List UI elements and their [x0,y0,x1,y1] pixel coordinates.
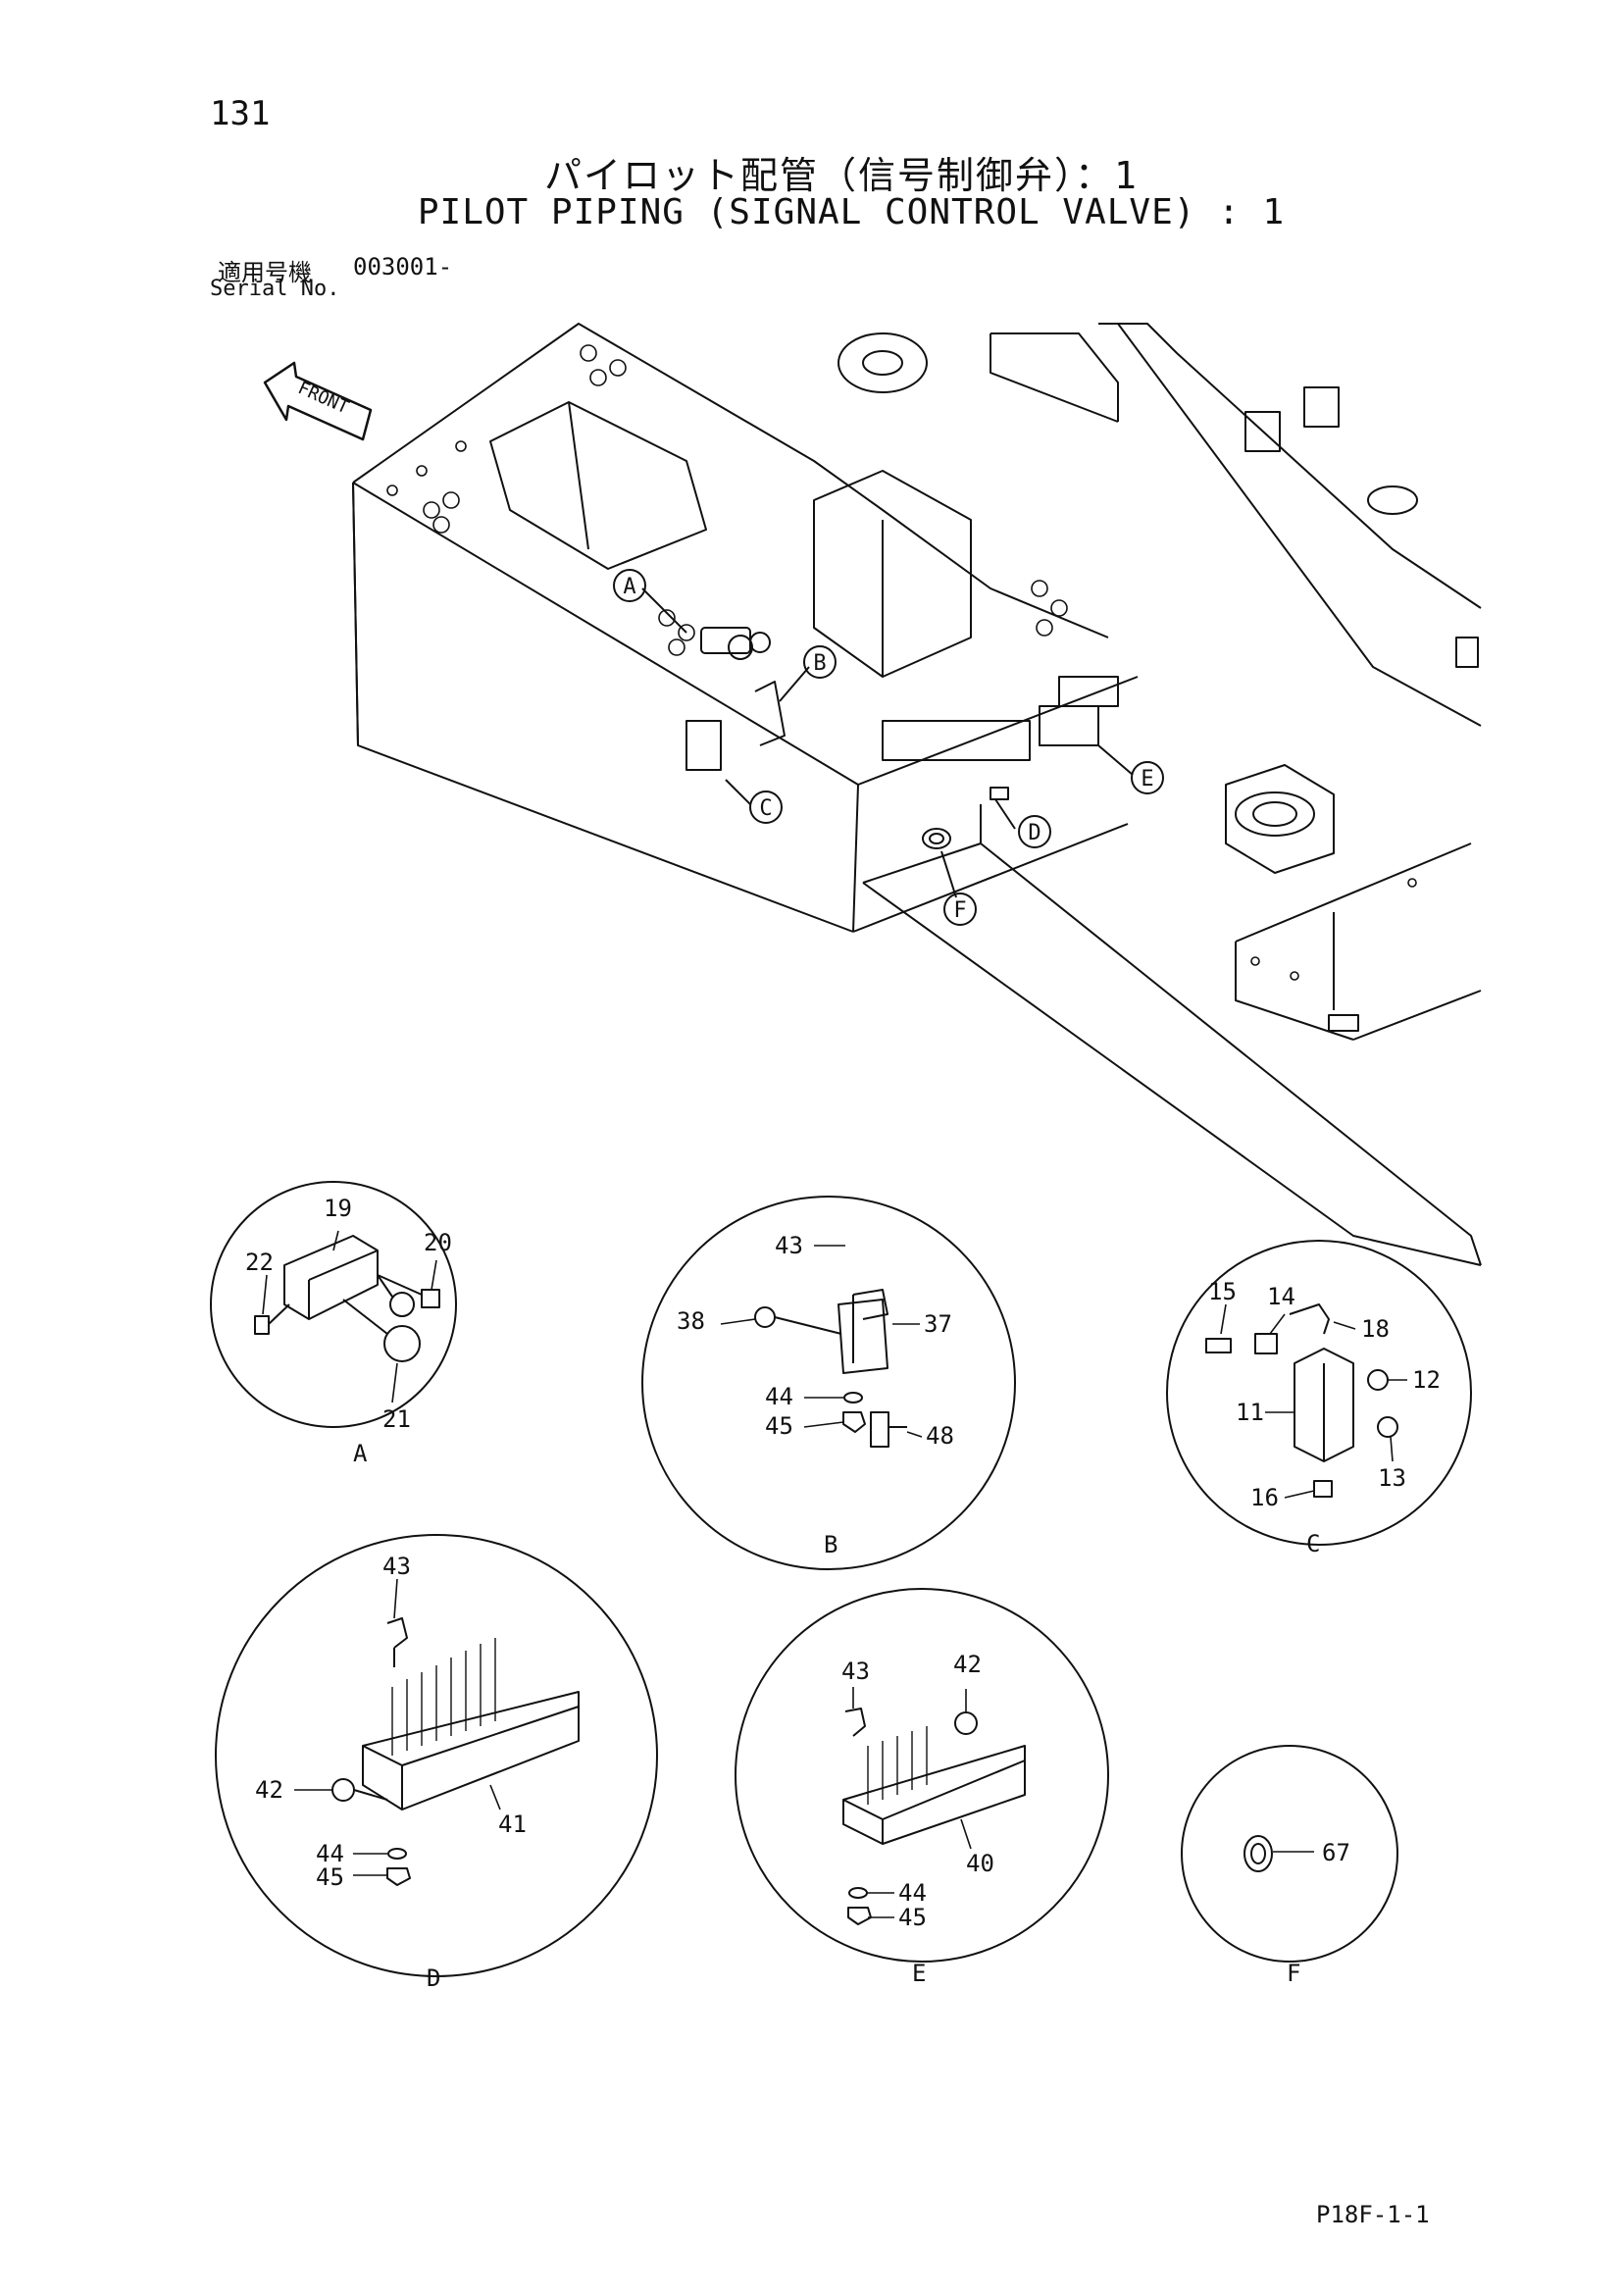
part-label-d-44: 44 [316,1840,344,1867]
detail-label-b: B [824,1531,837,1558]
main-frame-illustration [352,323,1482,1266]
part-label-e-43: 43 [841,1658,870,1685]
detail-label-a: A [353,1440,368,1467]
part-label-c-16: 16 [1250,1484,1279,1511]
serial-label-japanese: 適用号機 [218,259,312,286]
part-label-b-44: 44 [765,1383,793,1410]
part-label-b-45: 45 [765,1412,793,1440]
detail-label-e: E [912,1960,926,1987]
serial-label-english: Serial No. [210,277,340,301]
detail-label-f: F [1287,1960,1300,1987]
front-arrow-icon [263,361,373,441]
part-label-a-21: 21 [382,1405,411,1433]
detail-label-d: D [427,1964,440,1992]
part-label-c-14: 14 [1267,1283,1295,1310]
part-label-a-20: 20 [424,1229,452,1256]
part-label-a-22: 22 [245,1249,274,1276]
part-label-c-13: 13 [1378,1464,1406,1492]
part-label-e-42: 42 [953,1651,982,1678]
part-label-e-44: 44 [898,1879,927,1907]
part-label-a-19: 19 [324,1195,352,1222]
callout-a: A [623,575,635,599]
callout-e: E [1141,767,1153,791]
part-label-b-38: 38 [677,1307,705,1335]
callout-b: B [813,651,826,676]
part-label-c-18: 18 [1361,1315,1390,1343]
page-title-japanese: パイロット配管（信号制御弁）：1 [544,154,1139,197]
part-label-c-15: 15 [1208,1278,1237,1305]
part-label-e-45: 45 [898,1904,927,1931]
part-label-e-40: 40 [966,1850,994,1877]
part-label-d-43: 43 [382,1553,411,1580]
document-code: P18F-1-1 [1316,2201,1430,2228]
part-label-d-41: 41 [498,1811,527,1838]
part-label-f-67: 67 [1322,1839,1350,1866]
part-label-d-45: 45 [316,1863,344,1891]
callout-d: D [1028,821,1040,845]
part-label-b-43: 43 [775,1232,803,1259]
part-label-c-11: 11 [1236,1399,1264,1426]
part-label-c-12: 12 [1412,1366,1441,1394]
callout-f: F [953,898,966,923]
part-label-b-37: 37 [924,1310,952,1338]
page-number: 131 [210,94,271,133]
detail-label-c: C [1306,1530,1320,1557]
page-title-english: PILOT PIPING (SIGNAL CONTROL VALVE) : 1 [417,192,1286,232]
part-label-b-48: 48 [926,1422,954,1450]
part-label-d-42: 42 [255,1776,283,1804]
serial-number-value: 003001- [353,253,453,281]
callout-c: C [759,796,772,821]
